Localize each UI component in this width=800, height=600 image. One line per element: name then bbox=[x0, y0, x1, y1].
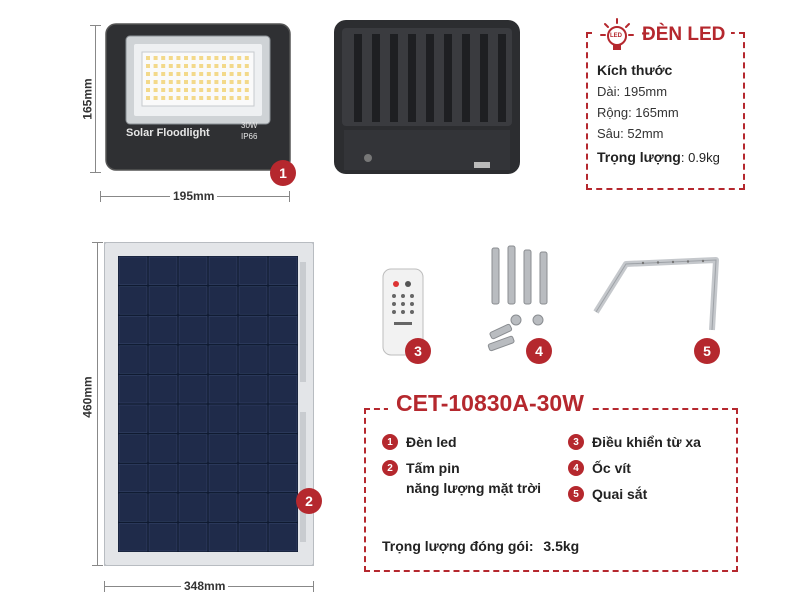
item-3-label: Điều khiển từ xa bbox=[592, 434, 701, 450]
item-2: 2 Tấm pin năng lượng mặt trời bbox=[382, 460, 562, 496]
item-5-num: 5 bbox=[568, 486, 584, 502]
item-2-label: Tấm pin bbox=[406, 460, 460, 476]
badge-5: 5 bbox=[694, 338, 720, 364]
badge-4: 4 bbox=[526, 338, 552, 364]
panel-height-label: 460mm bbox=[81, 373, 95, 421]
spec-weight-value: : 0.9kg bbox=[680, 150, 720, 165]
led-icon-text: LED bbox=[610, 33, 622, 39]
spec-header: LED ĐÈN LED bbox=[594, 18, 732, 52]
panel-width-tick-right bbox=[313, 581, 314, 592]
light-width-tick-left bbox=[100, 191, 101, 202]
spec-width: Rộng: 165mm bbox=[597, 105, 679, 120]
item-4-label: Ốc vít bbox=[592, 460, 631, 476]
light-height-tick-bottom bbox=[90, 172, 101, 173]
item-1-label: Đèn led bbox=[406, 434, 457, 450]
solar-panel bbox=[103, 241, 315, 567]
item-2-num: 2 bbox=[382, 460, 398, 476]
item-3: 3 Điều khiển từ xa bbox=[568, 434, 728, 450]
item-5: 5 Quai sắt bbox=[568, 486, 728, 502]
light-height-line bbox=[95, 25, 96, 173]
package-weight-label: Trọng lượng đóng gói: bbox=[382, 538, 534, 554]
item-3-num: 3 bbox=[568, 434, 584, 450]
item-1: 1 Đèn led bbox=[382, 434, 562, 450]
panel-height-line bbox=[97, 242, 98, 566]
size-heading: Kích thước bbox=[597, 62, 673, 78]
spec-depth: Sâu: 52mm bbox=[597, 126, 664, 141]
floodlight-front bbox=[104, 22, 292, 172]
spec-weight-label: Trọng lượng bbox=[597, 149, 681, 165]
screws-bolts bbox=[480, 244, 560, 354]
light-width-label: 195mm bbox=[170, 189, 218, 203]
panel-width-tick-left bbox=[104, 581, 105, 592]
light-height-tick-top bbox=[90, 25, 101, 26]
spec-length: Dài: 195mm bbox=[597, 84, 668, 99]
product-code: CET-10830A-30W bbox=[388, 390, 592, 417]
item-5-label: Quai sắt bbox=[592, 486, 648, 502]
item-2-label2: năng lượng mặt trời bbox=[406, 480, 542, 496]
led-bulb-icon: LED bbox=[600, 18, 634, 52]
light-width-tick-right bbox=[289, 191, 290, 202]
panel-height-tick-bottom bbox=[92, 565, 103, 566]
item-4: 4 Ốc vít bbox=[568, 460, 728, 476]
spec-title: ĐÈN LED bbox=[642, 24, 726, 45]
item-4-num: 4 bbox=[568, 460, 584, 476]
badge-1: 1 bbox=[270, 160, 296, 186]
mounting-bracket bbox=[588, 250, 738, 340]
floodlight-back bbox=[332, 18, 522, 176]
floodlight-label: Solar Floodlight bbox=[126, 127, 210, 139]
badge-2: 2 bbox=[296, 488, 322, 514]
floodlight-power: 30W bbox=[241, 121, 258, 130]
panel-width-label: 348mm bbox=[181, 579, 229, 593]
badge-3: 3 bbox=[405, 338, 431, 364]
package-weight-value: 3.5kg bbox=[543, 538, 580, 554]
panel-height-tick-top bbox=[92, 242, 103, 243]
light-height-label: 165mm bbox=[81, 78, 95, 120]
item-1-num: 1 bbox=[382, 434, 398, 450]
floodlight-rating: IP66 bbox=[241, 132, 258, 141]
remote-control bbox=[382, 268, 424, 356]
